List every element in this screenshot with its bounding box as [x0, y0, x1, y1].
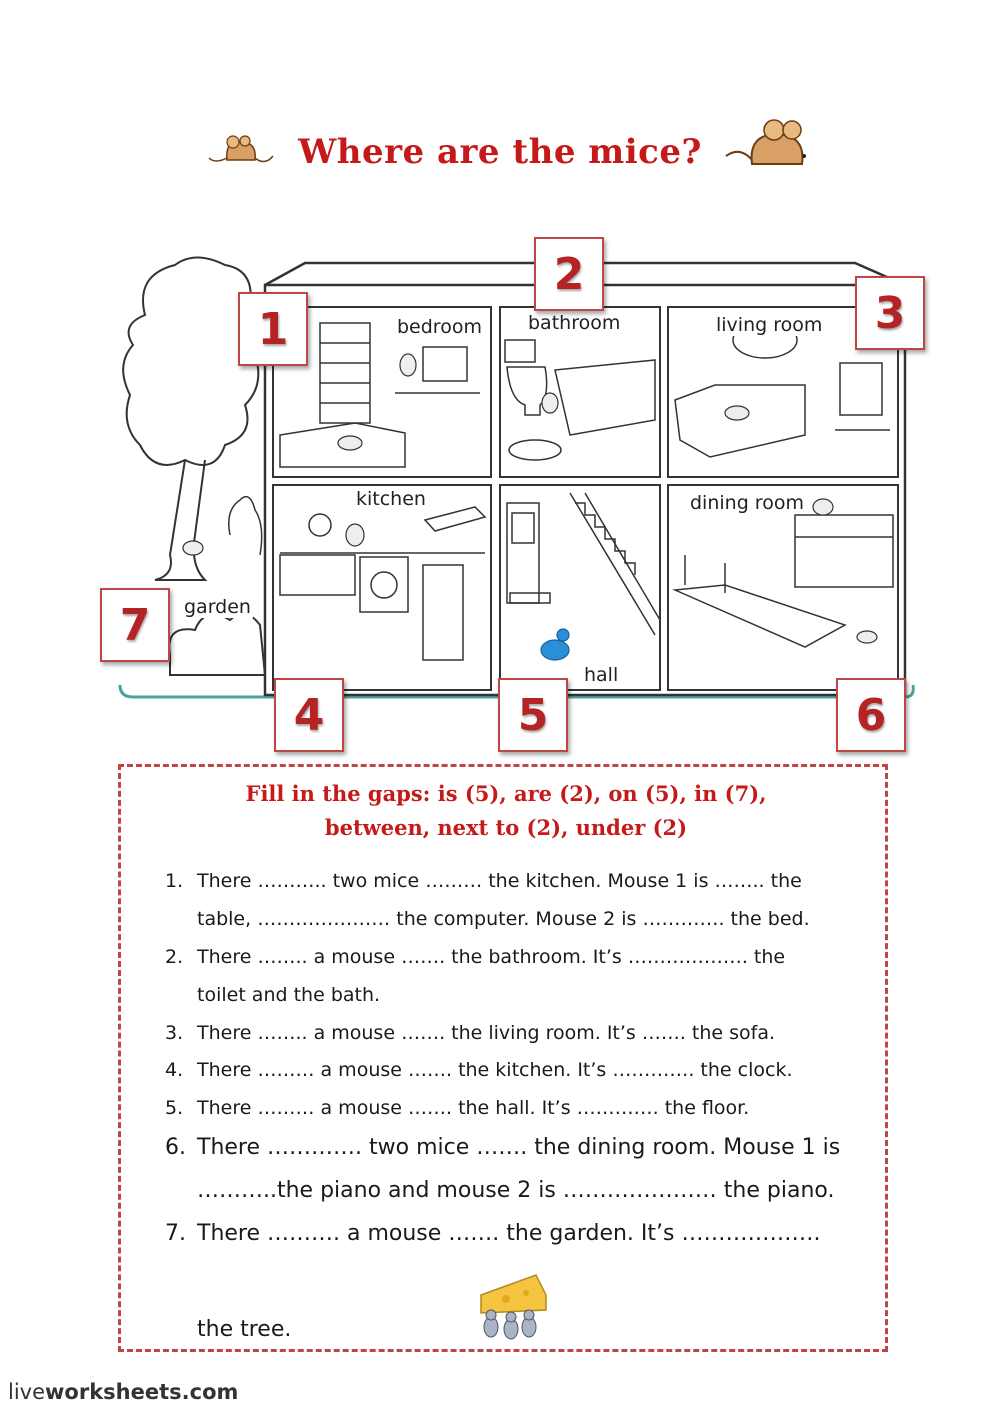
mouse-right-icon	[725, 119, 806, 165]
question-1-line-2: table, ………………… the computer. Mouse 2 is …	[197, 908, 810, 930]
footer-logo[interactable]: liveworksheets.com	[8, 1380, 239, 1404]
page-title: Where are the mice?	[298, 132, 702, 172]
room-label-dining-room: dining room	[688, 492, 806, 514]
number-box-5: 5	[498, 678, 568, 752]
blue-mouse-drawing	[540, 628, 570, 661]
instructions-line-2: between, next to (2), under (2)	[324, 815, 688, 840]
question-7-line-1: 7.There ………. a mouse ……. the garden. It’…	[165, 1221, 821, 1246]
number-box-2: 2	[534, 237, 604, 311]
room-label-garden: garden	[182, 596, 253, 618]
room-label-hall: hall	[582, 664, 621, 686]
question-6-line-2: ………..the piano and mouse 2 is ………………… th…	[197, 1178, 835, 1203]
mouse-left-icon	[208, 135, 274, 163]
instructions-line-1: Fill in the gaps: is (5), are (2), on (5…	[245, 781, 767, 806]
cheese-mice-icon	[480, 1274, 547, 1340]
number-box-3: 3	[855, 276, 925, 350]
question-1-line-1: 1.There ……….. two mice ……… the kitchen. …	[165, 870, 802, 892]
room-label-bathroom: bathroom	[526, 312, 623, 334]
room-label-kitchen: kitchen	[354, 488, 428, 510]
question-4: 4.There ……… a mouse ……. the kitchen. It’…	[165, 1059, 793, 1081]
question-2-line-1: 2.There …….. a mouse ……. the bathroom. I…	[165, 946, 786, 968]
question-2-line-2: toilet and the bath.	[197, 984, 381, 1006]
room-label-living-room: living room	[714, 314, 825, 336]
number-box-6: 6	[836, 678, 906, 752]
question-7-line-2: the tree.	[197, 1317, 292, 1342]
number-box-1: 1	[238, 292, 308, 366]
question-6-line-1: 6.There …………. two mice ……. the dining ro…	[165, 1135, 841, 1160]
question-5: 5.There ……… a mouse ……. the hall. It’s ……	[165, 1097, 750, 1119]
number-box-4: 4	[274, 678, 344, 752]
question-3: 3.There …….. a mouse ……. the living room…	[165, 1022, 776, 1044]
number-box-7: 7	[100, 588, 170, 662]
exercise-box: Fill in the gaps: is (5), are (2), on (5…	[118, 764, 888, 1352]
room-label-bedroom: bedroom	[395, 316, 484, 338]
